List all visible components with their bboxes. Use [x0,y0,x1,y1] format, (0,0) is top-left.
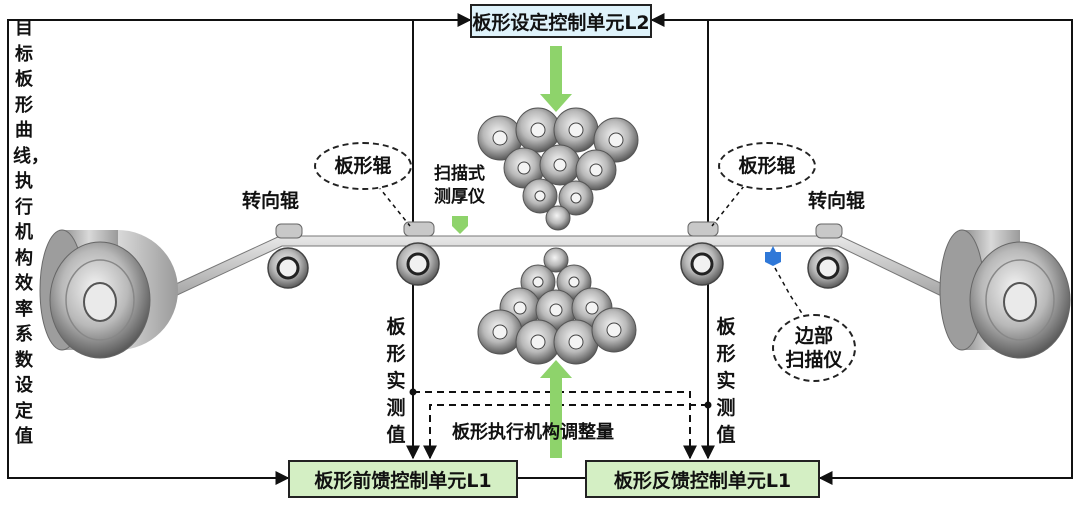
edge-scanner-label-line2: 扫描仪 [785,349,843,371]
junction-dot-right [704,401,712,409]
actuator-up-green-arrow [540,360,572,458]
green-arrows [452,46,572,458]
left-setpoint-line [7,19,470,485]
dashed-cross-links [413,391,708,460]
left-measured-up-line [412,13,472,230]
right-measured-up-line [650,13,709,230]
turn-roll-left-label: 转向辊 [242,190,300,212]
junction-dot-left [409,388,417,396]
shape-roll-left-label: 板形辊 [334,155,392,177]
callout-leaders [377,185,806,319]
turn-roll-right [807,223,849,289]
turn-roll-right-label: 转向辊 [808,190,866,212]
shape-roll-left-callout: 板形辊 [314,142,412,190]
feedback-control-unit: 板形反馈控制单元L1 [585,460,820,498]
thickness-gauge-marker [452,216,468,234]
turn-roll-left [267,223,309,289]
right-setpoint-line [652,19,1073,485]
outer-loop-lines [7,13,1073,485]
l2-setting-control-unit: 板形设定控制单元L2 [470,4,652,38]
actuator-adjustment-label: 板形执行机构调整量 [452,422,614,443]
edge-scanner-label-line1: 边部 [794,325,833,347]
shape-roll-right-callout: 板形辊 [718,142,816,190]
measured-shape-left-label: 板形实测值 [386,316,406,446]
target-profile-vertical-label: 目标板形曲线，执行机构效率系数设定值 [13,18,49,447]
ff-measured-to-fb-dashed [413,391,697,460]
left-coil [39,229,178,359]
measured-shape-right-label: 板形实测值 [716,316,736,446]
shape-roll-right-label: 板形辊 [738,155,796,177]
shape-roll-left [396,221,440,286]
shape-roll-right [680,221,724,286]
strip-rolls [267,221,849,289]
mill-roll-bores [492,122,624,350]
thickness-gauge-label-line1: 扫描式 [434,164,485,184]
l2-down-green-arrow [540,46,572,112]
feedforward-control-unit: 板形前馈控制单元L1 [288,460,518,498]
thickness-gauge-label-line2: 测厚仪 [434,187,485,207]
right-coil [939,229,1071,359]
edge-scanner-callout: 边部 扫描仪 [772,314,856,382]
fb-measured-to-ff-dashed [423,404,708,460]
